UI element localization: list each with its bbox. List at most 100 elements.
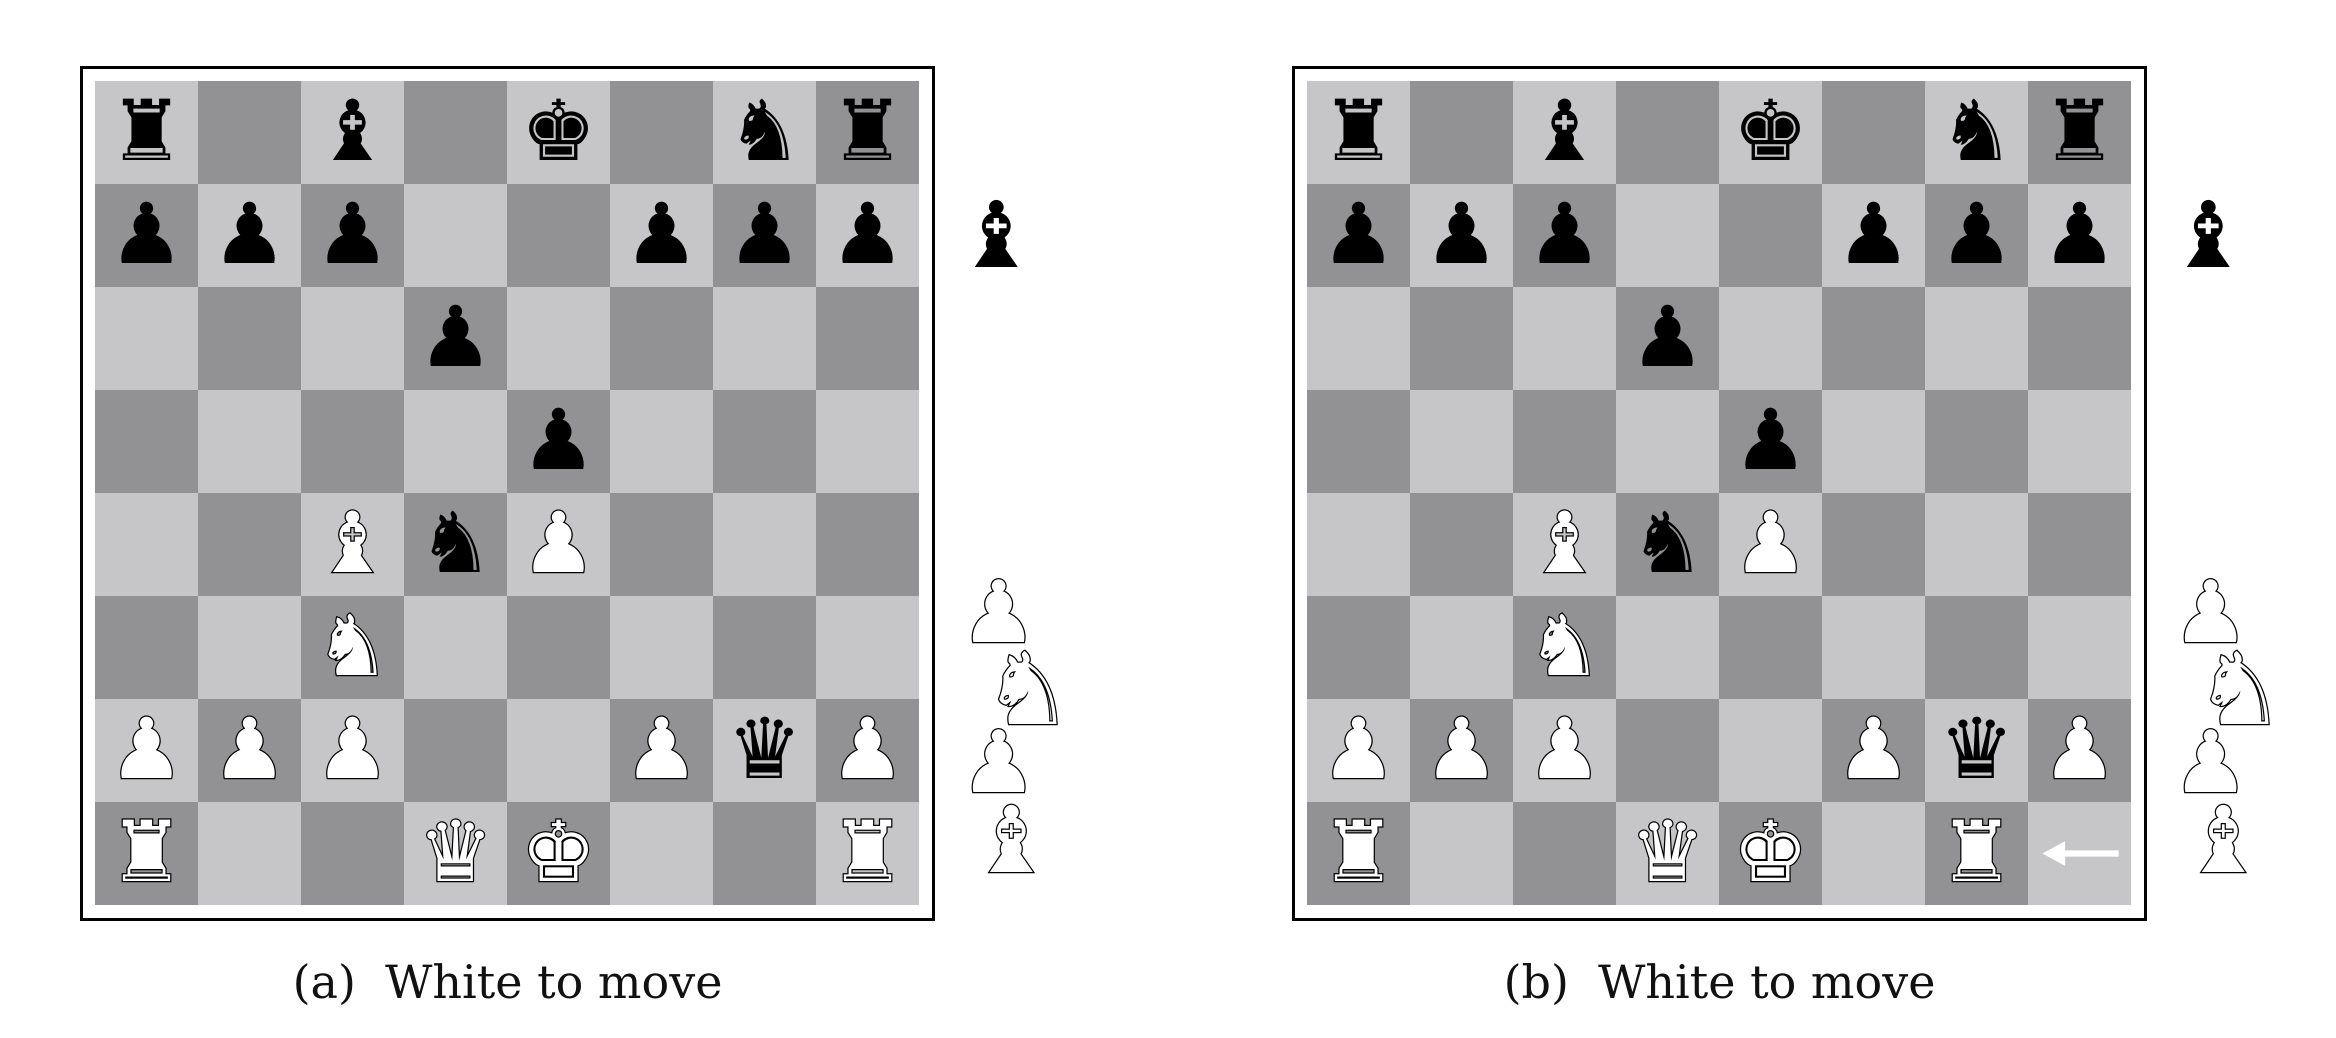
square-g1[interactable]: ♜ [1925,802,2028,905]
black-knight-icon[interactable]: ♞ [1938,81,2015,180]
black-knight-icon[interactable]: ♞ [1629,493,1706,592]
square-f7[interactable]: ♟ [1822,184,1925,287]
square-f8[interactable] [1822,81,1925,184]
square-h1[interactable] [2028,802,2131,905]
square-g7[interactable]: ♟ [713,184,816,287]
white-bishop-icon[interactable]: ♝ [314,493,392,592]
black-pawn-icon[interactable]: ♟ [1629,287,1706,386]
square-d6[interactable]: ♟ [1616,287,1719,390]
square-f2[interactable]: ♟ [610,699,713,802]
square-f5[interactable] [1822,390,1925,493]
square-h4[interactable] [2028,493,2131,596]
black-rook-icon[interactable]: ♜ [2041,81,2118,180]
square-e4[interactable]: ♟ [1719,493,1822,596]
white-pawn-icon[interactable]: ♟ [1835,699,1913,798]
square-a6[interactable] [1307,287,1410,390]
white-knight-icon[interactable]: ♞ [314,596,392,695]
square-c3[interactable]: ♞ [1513,596,1616,699]
square-a3[interactable] [95,596,198,699]
square-e2[interactable] [1719,699,1822,802]
square-f5[interactable] [610,390,713,493]
square-c5[interactable] [301,390,404,493]
white-pawn-icon[interactable]: ♟ [314,699,392,798]
square-g4[interactable] [1925,493,2028,596]
square-b7[interactable]: ♟ [1410,184,1513,287]
square-c8[interactable]: ♝ [1513,81,1616,184]
black-pawn-icon[interactable]: ♟ [1938,184,2015,283]
black-queen-icon[interactable]: ♛ [1938,699,2015,798]
square-d1[interactable]: ♛ [1616,802,1719,905]
square-d1[interactable]: ♛ [404,802,507,905]
square-f4[interactable] [1822,493,1925,596]
square-e8[interactable]: ♚ [1719,81,1822,184]
square-g3[interactable] [713,596,816,699]
square-g8[interactable]: ♞ [713,81,816,184]
square-c4[interactable]: ♝ [1513,493,1616,596]
square-c8[interactable]: ♝ [301,81,404,184]
square-e8[interactable]: ♚ [507,81,610,184]
square-f4[interactable] [610,493,713,596]
white-bishop-icon[interactable]: ♝ [1526,493,1604,592]
square-a2[interactable]: ♟ [95,699,198,802]
square-c4[interactable]: ♝ [301,493,404,596]
white-rook-icon[interactable]: ♜ [1320,802,1398,901]
square-h3[interactable] [2028,596,2131,699]
square-g6[interactable] [1925,287,2028,390]
square-e6[interactable] [1719,287,1822,390]
square-a8[interactable]: ♜ [95,81,198,184]
white-knight-icon[interactable]: ♞ [1526,596,1604,695]
white-rook-icon[interactable]: ♜ [1938,802,2016,901]
square-c6[interactable] [1513,287,1616,390]
square-d8[interactable] [1616,81,1719,184]
square-g5[interactable] [1925,390,2028,493]
black-knight-icon[interactable]: ♞ [726,81,803,180]
square-e6[interactable] [507,287,610,390]
square-a1[interactable]: ♜ [95,802,198,905]
square-a8[interactable]: ♜ [1307,81,1410,184]
square-b5[interactable] [1410,390,1513,493]
square-f3[interactable] [610,596,713,699]
square-f8[interactable] [610,81,713,184]
square-g2[interactable]: ♛ [1925,699,2028,802]
square-g3[interactable] [1925,596,2028,699]
square-h3[interactable] [816,596,919,699]
black-rook-icon[interactable]: ♜ [829,81,906,180]
square-b1[interactable] [198,802,301,905]
black-pawn-icon[interactable]: ♟ [1732,390,1809,489]
square-e4[interactable]: ♟ [507,493,610,596]
white-pawn-icon[interactable]: ♟ [520,493,598,592]
square-d4[interactable]: ♞ [1616,493,1719,596]
square-a6[interactable] [95,287,198,390]
white-pawn-icon[interactable]: ♟ [1423,699,1501,798]
square-d2[interactable] [1616,699,1719,802]
black-rook-icon[interactable]: ♜ [108,81,185,180]
square-h6[interactable] [816,287,919,390]
square-h5[interactable] [2028,390,2131,493]
black-pawn-icon[interactable]: ♟ [1423,184,1500,283]
square-b3[interactable] [198,596,301,699]
square-c2[interactable]: ♟ [1513,699,1616,802]
square-f1[interactable] [1822,802,1925,905]
square-e1[interactable]: ♚ [1719,802,1822,905]
square-c5[interactable] [1513,390,1616,493]
white-king-icon[interactable]: ♚ [1732,802,1810,901]
white-queen-icon[interactable]: ♛ [1629,802,1707,901]
square-f2[interactable]: ♟ [1822,699,1925,802]
square-e7[interactable] [1719,184,1822,287]
square-h5[interactable] [816,390,919,493]
square-f1[interactable] [610,802,713,905]
square-c3[interactable]: ♞ [301,596,404,699]
square-e3[interactable] [507,596,610,699]
square-b1[interactable] [1410,802,1513,905]
square-h4[interactable] [816,493,919,596]
black-pawn-icon[interactable]: ♟ [417,287,494,386]
square-a2[interactable]: ♟ [1307,699,1410,802]
square-g8[interactable]: ♞ [1925,81,2028,184]
square-a5[interactable] [95,390,198,493]
white-pawn-icon[interactable]: ♟ [2041,699,2119,798]
square-f6[interactable] [1822,287,1925,390]
square-f6[interactable] [610,287,713,390]
square-b2[interactable]: ♟ [198,699,301,802]
square-b3[interactable] [1410,596,1513,699]
white-king-icon[interactable]: ♚ [520,802,598,901]
